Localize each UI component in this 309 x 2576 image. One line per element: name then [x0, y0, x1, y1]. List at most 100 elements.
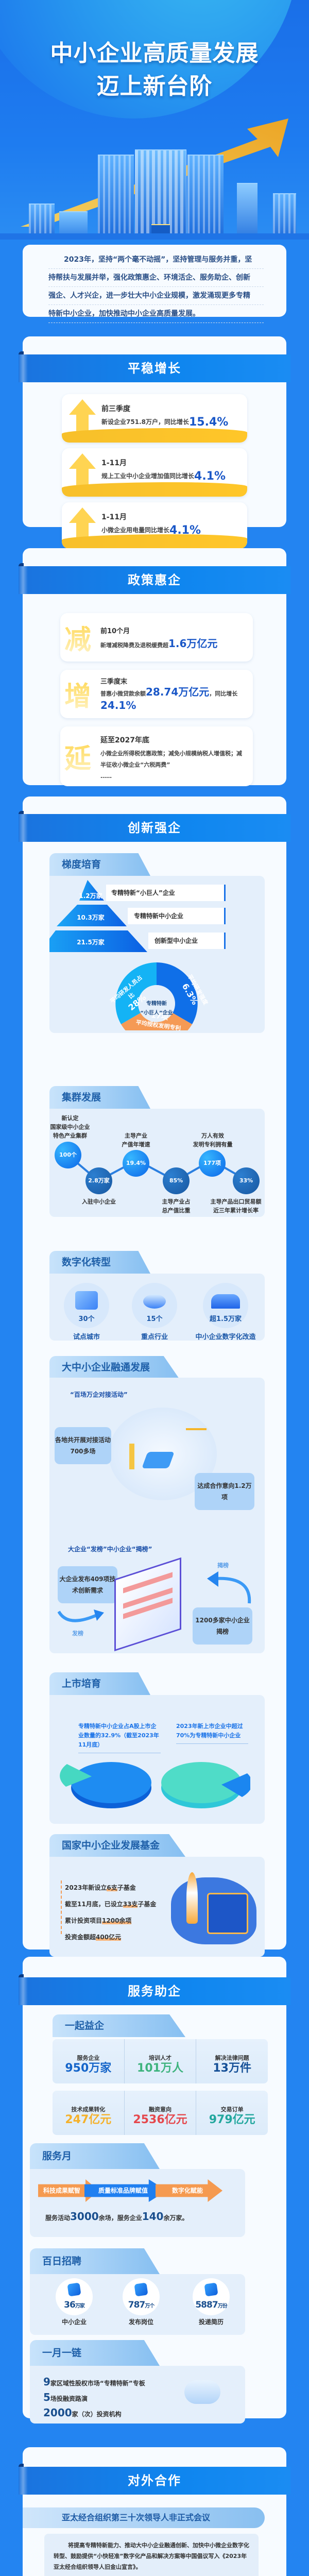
intro-line: 2023年，坚持“两个毫不动摇”，坚持管理与服务并重，坚	[48, 251, 264, 269]
digital-label: 中小企业数字化改造	[195, 1333, 256, 1341]
recruit-item: 5887万份 投递简历	[193, 2278, 230, 2326]
recruitment-panel: 36万家 中小企业 787万个 发布岗位 5887万份 投递简历	[30, 2274, 245, 2335]
growth-text: 规上工业中小企业增加值同比增长4.1%	[101, 470, 226, 483]
policy-section: 政策惠企 减 前10个月 新增减税降费及退税缓费超1.6万亿元 增 三季度末 普…	[19, 548, 290, 786]
fund-panel: 2023年新设立6支子基金 截至11月底，已设立33支子基金 累计投资项目120…	[49, 1857, 265, 1957]
dashed-divider	[61, 1880, 62, 1934]
resume-icon	[204, 2282, 218, 2297]
chain-text: 家区域性股权市场“专精特新”专板	[50, 2380, 145, 2387]
policy-desc: 小微企业所得税优惠政策；减免小规模纳税人增值税；减半征收小微企业“六税两费”	[100, 750, 242, 768]
stat-bubble: 1200多家中小企业揭榜	[193, 1607, 252, 1645]
intro-card: 2023年，坚持“两个毫不动摇”，坚持管理与服务并重，坚 持帮扶与发展并举，强化…	[23, 245, 286, 323]
cluster-node: 19.4%	[123, 1150, 149, 1177]
fund-highlight: 1200余项	[102, 1917, 132, 1924]
cluster-node: 33%	[233, 1167, 260, 1194]
cluster-caption: 入驻中小企业	[82, 1198, 116, 1205]
wave-decoration	[62, 428, 247, 443]
section-header-growth: 平稳增长	[19, 351, 290, 382]
donut-center-label: 专精特新“小巨人”企业	[136, 999, 177, 1018]
innovation-section: 创新强企 梯度培育 1.2万家 专精特新“小巨人”企业 10.3万家 专精特新中…	[19, 796, 290, 1957]
recruit-item: 36万家 中小企业	[56, 2278, 93, 2326]
service-month-panel: 科技成果赋智 质量标准品牌赋值 数字化赋能 服务活动3000余场，服务企业140…	[30, 2169, 245, 2237]
fund-line: 投资金额超400亿元	[65, 1929, 156, 1945]
chain-number: 2000	[43, 2406, 72, 2419]
stat-value: 2536亿元	[133, 2113, 187, 2126]
stat-value: 247亿元	[65, 2113, 112, 2126]
summary-text: 余万家。	[163, 2214, 188, 2222]
policy-item: 延 延至2027年底 小微企业所得税优惠政策；减免小规模纳税人增值税；减半征收小…	[60, 726, 253, 786]
stat-label: 服务企业	[77, 2055, 100, 2061]
pie-caption-left: 专精特新中小企业占A股上市企业数量的32.9%（截至2023年11月底）	[78, 1722, 161, 1753]
fund-highlight: 6支	[107, 1884, 117, 1891]
policy-period: 三季度末	[100, 678, 128, 686]
chain-line: 5场投融资路演	[43, 2391, 145, 2406]
tier-label: 专精特新“小巨人”企业	[106, 885, 226, 901]
digital-item: 30个 试点城市	[64, 1283, 109, 1341]
recruit-label: 投递简历	[198, 2318, 224, 2326]
digital-label: 试点城市	[73, 1333, 100, 1341]
hero-banner: 中小企业高质量发展 迈上新台阶	[0, 0, 309, 240]
growth-section: 平稳增长 前三季度 新设企业751.8万户，同比增长15.4% 1-11月 规上…	[19, 336, 290, 549]
recruit-value: 36万家	[56, 2300, 93, 2310]
policy-desc: 新增减税降费及退税缓费超	[100, 642, 168, 649]
fund-text: 累计投资项目	[65, 1917, 102, 1924]
users-icon: 超1.5万家	[203, 1283, 248, 1328]
tier-label: 创新型中小企业	[148, 933, 226, 949]
growth-arrow-icon	[21, 118, 288, 227]
database-icon: 15个	[132, 1283, 177, 1328]
growth-item: 1-11月 规上工业中小企业增加值同比增长4.1%	[62, 448, 247, 497]
recruit-number: 36	[64, 2300, 76, 2310]
growth-value: 4.1%	[194, 470, 226, 483]
growth-period: 1-11月	[101, 513, 127, 521]
arrow-label: 揭榜	[217, 1562, 229, 1569]
arrow-right-icon	[58, 1609, 104, 1622]
recruit-label: 中小企业	[61, 2318, 87, 2326]
digital-value: 30个	[78, 1315, 95, 1323]
fund-line: 累计投资项目1200余项	[65, 1912, 156, 1929]
digital-value: 超1.5万家	[209, 1315, 242, 1323]
stat-label: 技术成果转化	[71, 2106, 106, 2113]
policy-period: 前10个月	[100, 628, 130, 635]
recruit-unit: 万家	[75, 2303, 85, 2309]
hero-base	[0, 233, 309, 240]
integration-panel: “百场万企对接活动” 各地共开展对接活动700多场 达成合作意向1.2万项 大企…	[49, 1378, 265, 1653]
growth-text: 新设企业751.8万户，同比增长15.4%	[101, 416, 228, 429]
building-icon	[67, 2282, 81, 2297]
stat-value: 950万家	[65, 2062, 112, 2075]
increase-glyph-icon: 增	[64, 675, 91, 714]
event-title: 大企业“发榜”中小企业“揭榜”	[68, 1546, 152, 1553]
policy-item: 减 前10个月 新增减税降费及退税缓费超1.6万亿元	[60, 613, 253, 662]
policy-value: 1.6万亿元	[168, 637, 218, 650]
policy-ellipsis: ……	[100, 773, 112, 779]
tab-listing: 上市培育	[49, 1672, 150, 1695]
recruit-circle: 36万家	[56, 2278, 93, 2315]
tab-recruitment: 百日招聘	[30, 2248, 160, 2274]
pie-chart-a-share	[60, 1762, 151, 1808]
pie-caption-right: 2023年新上市企业中超过70%为专精特新中小企业	[176, 1722, 248, 1744]
fund-highlight: 400亿元	[96, 1934, 122, 1941]
fund-highlight: 33支	[123, 1901, 138, 1908]
tab-integration: 大中小企业融通发展	[49, 1356, 179, 1379]
folder-icon: 30个	[64, 1283, 109, 1328]
policy-text: 新增减税降费及退税缓费超1.6万亿元	[100, 638, 247, 651]
stat-label: 培训人才	[149, 2055, 171, 2061]
apec-meeting-text: 将提高专精特新能力、推动大中小企业融通创新、加快中小微企业数字化转型、鼓励提供“…	[44, 2534, 259, 2576]
policy-item: 增 三季度末 普惠小微贷款余额28.74万亿元，同比增长24.1%	[60, 670, 253, 718]
stat-value: 13万件	[213, 2062, 251, 2075]
stat-label: 交易订单	[220, 2106, 244, 2113]
page-title: 中小企业高质量发展 迈上新台阶	[0, 37, 309, 103]
wave-decoration	[62, 482, 247, 497]
tier-value: 10.3万家	[77, 914, 105, 921]
tab-cluster: 集群发展	[49, 1086, 150, 1109]
stat-value: 979亿元	[209, 2113, 255, 2126]
tab-tier-cultivation: 梯度培育	[49, 853, 150, 876]
cluster-node: 177项	[199, 1150, 226, 1177]
city-skyline-illustration	[0, 111, 309, 240]
up-arrow-icon	[69, 453, 96, 488]
